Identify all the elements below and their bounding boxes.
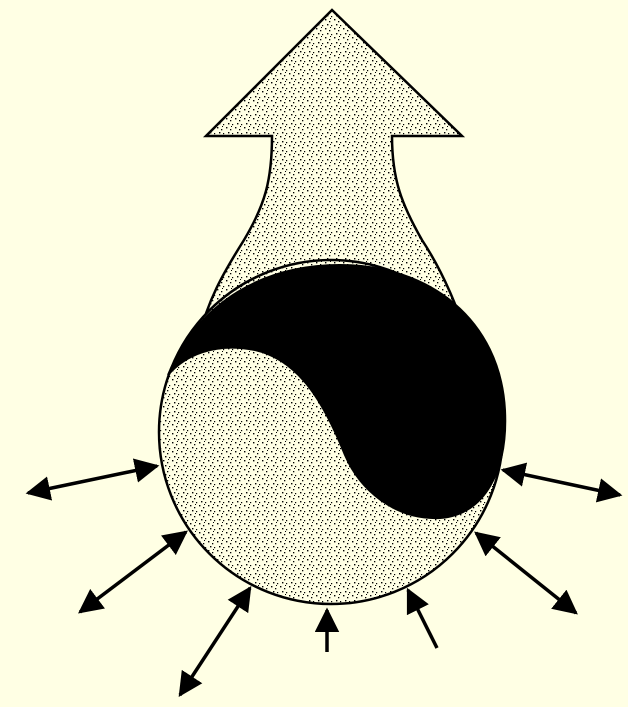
left-double-arrow-icon: [28, 466, 157, 493]
lower-right-double-arrow-icon: [476, 533, 576, 613]
right-double-arrow-icon: [503, 470, 620, 495]
bottom-left-double-arrow-icon: [180, 588, 250, 695]
bottom-right-inward-arrow-icon: [408, 590, 437, 648]
lower-left-double-arrow-icon: [80, 532, 186, 612]
